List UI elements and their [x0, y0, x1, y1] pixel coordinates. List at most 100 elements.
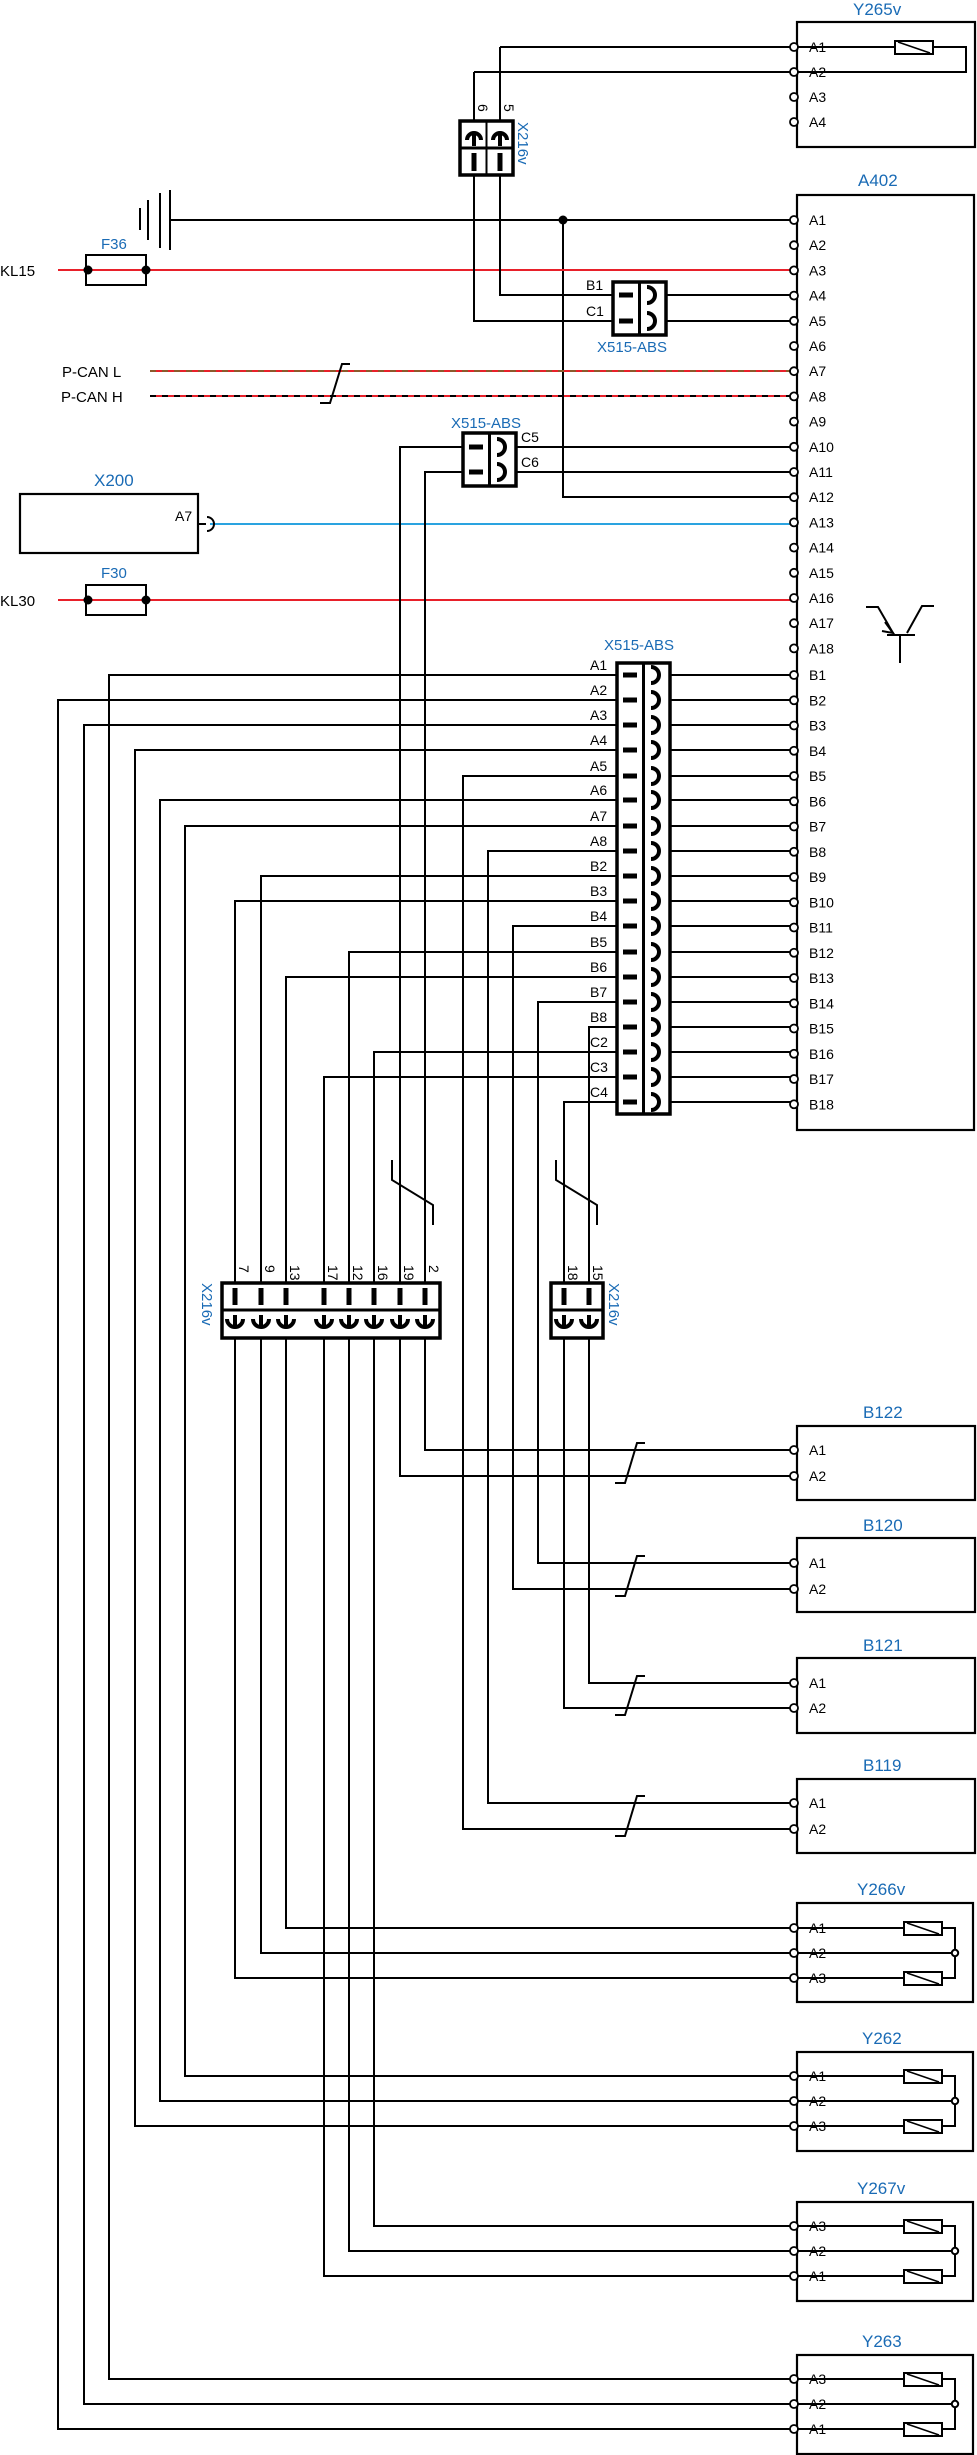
x200-box — [18, 492, 200, 555]
a402-pin-b16 — [789, 1048, 799, 1059]
x200-title: X200 — [94, 471, 134, 490]
y266v-pin-a2 — [789, 1948, 799, 1958]
a402-pin-b7 — [789, 821, 799, 832]
text-layer: KL15 KL30 F36 F30 P-CAN L P-CAN H X200 A… — [0, 0, 906, 2437]
y263-pin-a1 — [789, 2424, 799, 2434]
harness-wire — [234, 900, 794, 1979]
a402-pin-label: A7 — [809, 363, 826, 379]
a402-pin-b12 — [789, 947, 799, 958]
a402-pin-a18 — [789, 643, 799, 654]
x515_c5c6-pin-label: C6 — [521, 454, 539, 470]
connector-socket-icon — [491, 131, 509, 141]
solenoid-coil-diagonal — [897, 41, 931, 54]
connector-socket-icon — [496, 437, 507, 457]
y263-pin-a2 — [789, 2399, 799, 2409]
connector-socket-icon — [650, 866, 661, 886]
a402-pin-a8 — [789, 391, 799, 402]
a402-pin-label: A2 — [809, 237, 826, 253]
a402-pin-b2 — [789, 695, 799, 706]
y263-title: Y263 — [862, 2332, 902, 2351]
x200-pin-a7: A7 — [175, 508, 192, 524]
x515-c5c6-label: X515-ABS — [451, 415, 521, 432]
y267v-pin-a1 — [789, 2271, 799, 2281]
connector-socket-icon — [650, 916, 661, 936]
x515_main-pin-label: A8 — [590, 833, 607, 849]
harness-wire — [134, 749, 794, 2127]
a402-pin-b15 — [789, 1023, 799, 1034]
x216v-left-label: X216v — [198, 1283, 215, 1326]
harness-wire — [108, 674, 794, 2380]
b119-pin-label: A1 — [809, 1795, 826, 1811]
x216v_left-pin-label: 2 — [426, 1265, 442, 1273]
a402-pin-b10 — [789, 897, 799, 908]
a402-pin-a17 — [789, 618, 799, 629]
x515_main-pin-label: B8 — [590, 1009, 607, 1025]
y266v-pin-label: A2 — [809, 1945, 826, 1961]
harness-wire — [348, 951, 794, 2252]
a402-pin-label: B12 — [809, 945, 834, 961]
b122-box — [795, 1424, 977, 1502]
connector-socket-icon — [465, 131, 483, 141]
b122-pin-label: A2 — [809, 1468, 826, 1484]
kl30-label: KL30 — [0, 593, 35, 610]
y263-pin-label: A1 — [809, 2421, 826, 2437]
a402-pin-label: B2 — [809, 692, 826, 708]
y265v-box — [795, 20, 977, 149]
a402-pin-b11 — [789, 922, 799, 933]
y267v-pin-a2 — [789, 2246, 799, 2256]
b122-pin-a2 — [789, 1471, 799, 1481]
harness-wire — [83, 724, 794, 2405]
x515-b1c1-label: X515-ABS — [597, 339, 667, 356]
a402-pin-b3 — [789, 720, 799, 731]
x515_main-pin-label: C4 — [590, 1084, 608, 1100]
junction-dot — [141, 595, 151, 605]
a402-pin-a11 — [789, 467, 799, 477]
b121-pin-label: A1 — [809, 1675, 826, 1691]
a402-pin-label: A1 — [809, 212, 826, 228]
junction-dot — [83, 265, 93, 275]
y262-pin-a1 — [789, 2071, 799, 2081]
x515_main-pin-label: A1 — [590, 657, 607, 673]
a402-pin-a4 — [789, 290, 799, 301]
b119-pin-label: A2 — [809, 1821, 826, 1837]
f36-label: F36 — [101, 236, 127, 253]
connector-socket-icon — [650, 816, 661, 836]
b119-pin-a2 — [789, 1824, 799, 1834]
solenoid-coil-diagonal — [906, 2373, 940, 2386]
a402-pin-a10 — [789, 441, 799, 452]
y265v-title: Y265v — [853, 0, 902, 19]
y266v-title: Y266v — [857, 1880, 906, 1899]
x515_main-pin-label: A4 — [590, 732, 607, 748]
twisted-pair-marker-icon — [615, 1555, 645, 1597]
harness-wire — [159, 799, 794, 2102]
a402-pin-label: A18 — [809, 640, 834, 656]
twisted-pair-marker-icon — [555, 1160, 598, 1225]
harness-wire — [285, 976, 794, 1929]
x216v_left-pin-label: 13 — [287, 1265, 303, 1281]
x515_main-pin-label: B3 — [590, 883, 607, 899]
a402-pin-label: B10 — [809, 894, 834, 910]
a402-pin-a9 — [789, 416, 799, 427]
a402-pin-label: B9 — [809, 869, 826, 885]
a402-pin-label: A16 — [809, 590, 834, 606]
b121-pin-a2 — [789, 1703, 799, 1713]
x515_b1c1-pin-label: B1 — [586, 277, 603, 293]
x216v_left-pin-label: 7 — [236, 1265, 252, 1273]
connector-socket-icon — [650, 665, 661, 685]
a402-pin-a5 — [789, 315, 799, 326]
x515_main-pin-label: B5 — [590, 934, 607, 950]
b119-title: B119 — [863, 1756, 901, 1775]
y262-pin-a2 — [789, 2096, 799, 2106]
x515_main-pin-label: B6 — [590, 959, 607, 975]
junction-dot — [558, 215, 568, 225]
a402-pin-a16 — [789, 593, 799, 603]
x515_main-pin-label: A5 — [590, 758, 607, 774]
a402-pin-label: B6 — [809, 793, 826, 809]
wires-layer — [57, 46, 794, 2430]
wire-c5-b122-a2 — [399, 446, 794, 1477]
a402-pin-label: A6 — [809, 338, 826, 354]
y263-pin-a3 — [789, 2374, 799, 2384]
a402-pin-b18 — [789, 1099, 799, 1110]
a402-pin-label: A4 — [809, 288, 826, 304]
